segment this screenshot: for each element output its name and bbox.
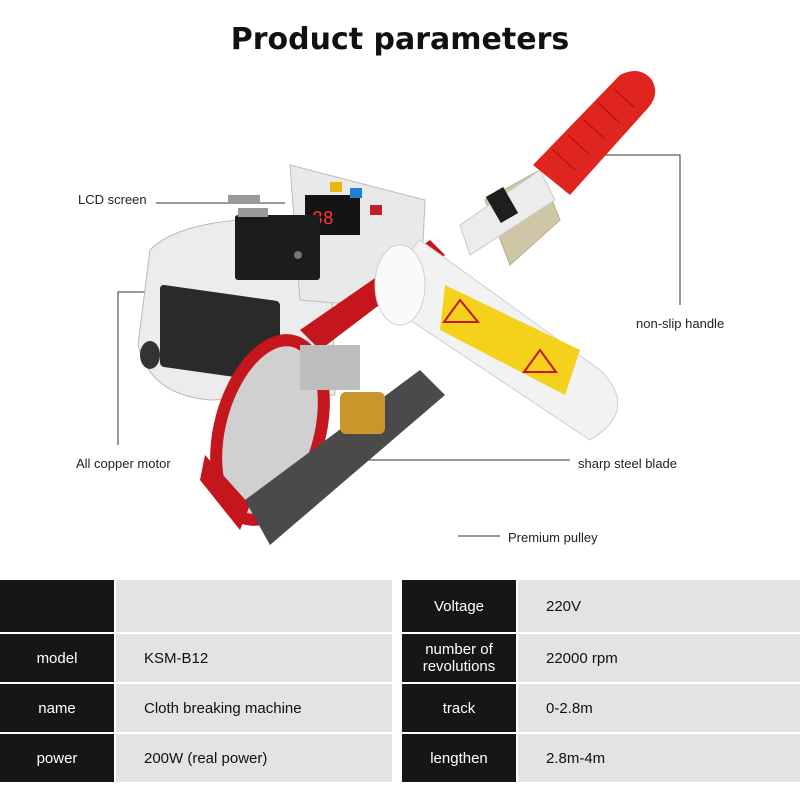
table-label-cell	[0, 580, 114, 632]
callout-lines	[117, 154, 681, 537]
table-label-name: name	[0, 684, 114, 732]
callout-line-handle	[600, 154, 681, 305]
table-value-revolutions: 22000 rpm	[518, 634, 800, 682]
callout-sharp-steel-blade: sharp steel blade	[578, 456, 678, 471]
table-value-voltage: 220V	[518, 580, 800, 632]
callout-all-copper-motor: All copper motor	[76, 456, 171, 471]
callout-line-motor	[117, 291, 145, 445]
table-value-name: Cloth breaking machine	[116, 684, 392, 732]
warning-cylinder	[374, 239, 619, 441]
callout-non-slip-handle: non-slip handle	[636, 316, 725, 331]
handle	[459, 71, 656, 266]
table-value-model: KSM-B12	[116, 634, 392, 682]
table-label-power: power	[0, 734, 114, 782]
callout-lcd-screen: LCD screen	[78, 192, 147, 207]
table-label-voltage: Voltage	[402, 580, 516, 632]
table-value-track: 0-2.8m	[518, 684, 800, 732]
page-title: Product parameters	[230, 22, 570, 57]
table-value-lengthen: 2.8m-4m	[518, 734, 800, 782]
table-value-cell	[116, 580, 392, 632]
table-value-power: 200W (real power)	[116, 734, 392, 782]
product-illustration: 88	[117, 71, 681, 545]
parameter-table: model KSM-B12 name Cloth breaking machin…	[0, 580, 800, 800]
table-label-model: model	[0, 634, 114, 682]
callout-premium-pulley: Premium pulley	[508, 530, 598, 545]
table-label-revolutions: number of revolutions	[402, 634, 516, 682]
table-label-lengthen: lengthen	[402, 734, 516, 782]
table-label-track: track	[402, 684, 516, 732]
